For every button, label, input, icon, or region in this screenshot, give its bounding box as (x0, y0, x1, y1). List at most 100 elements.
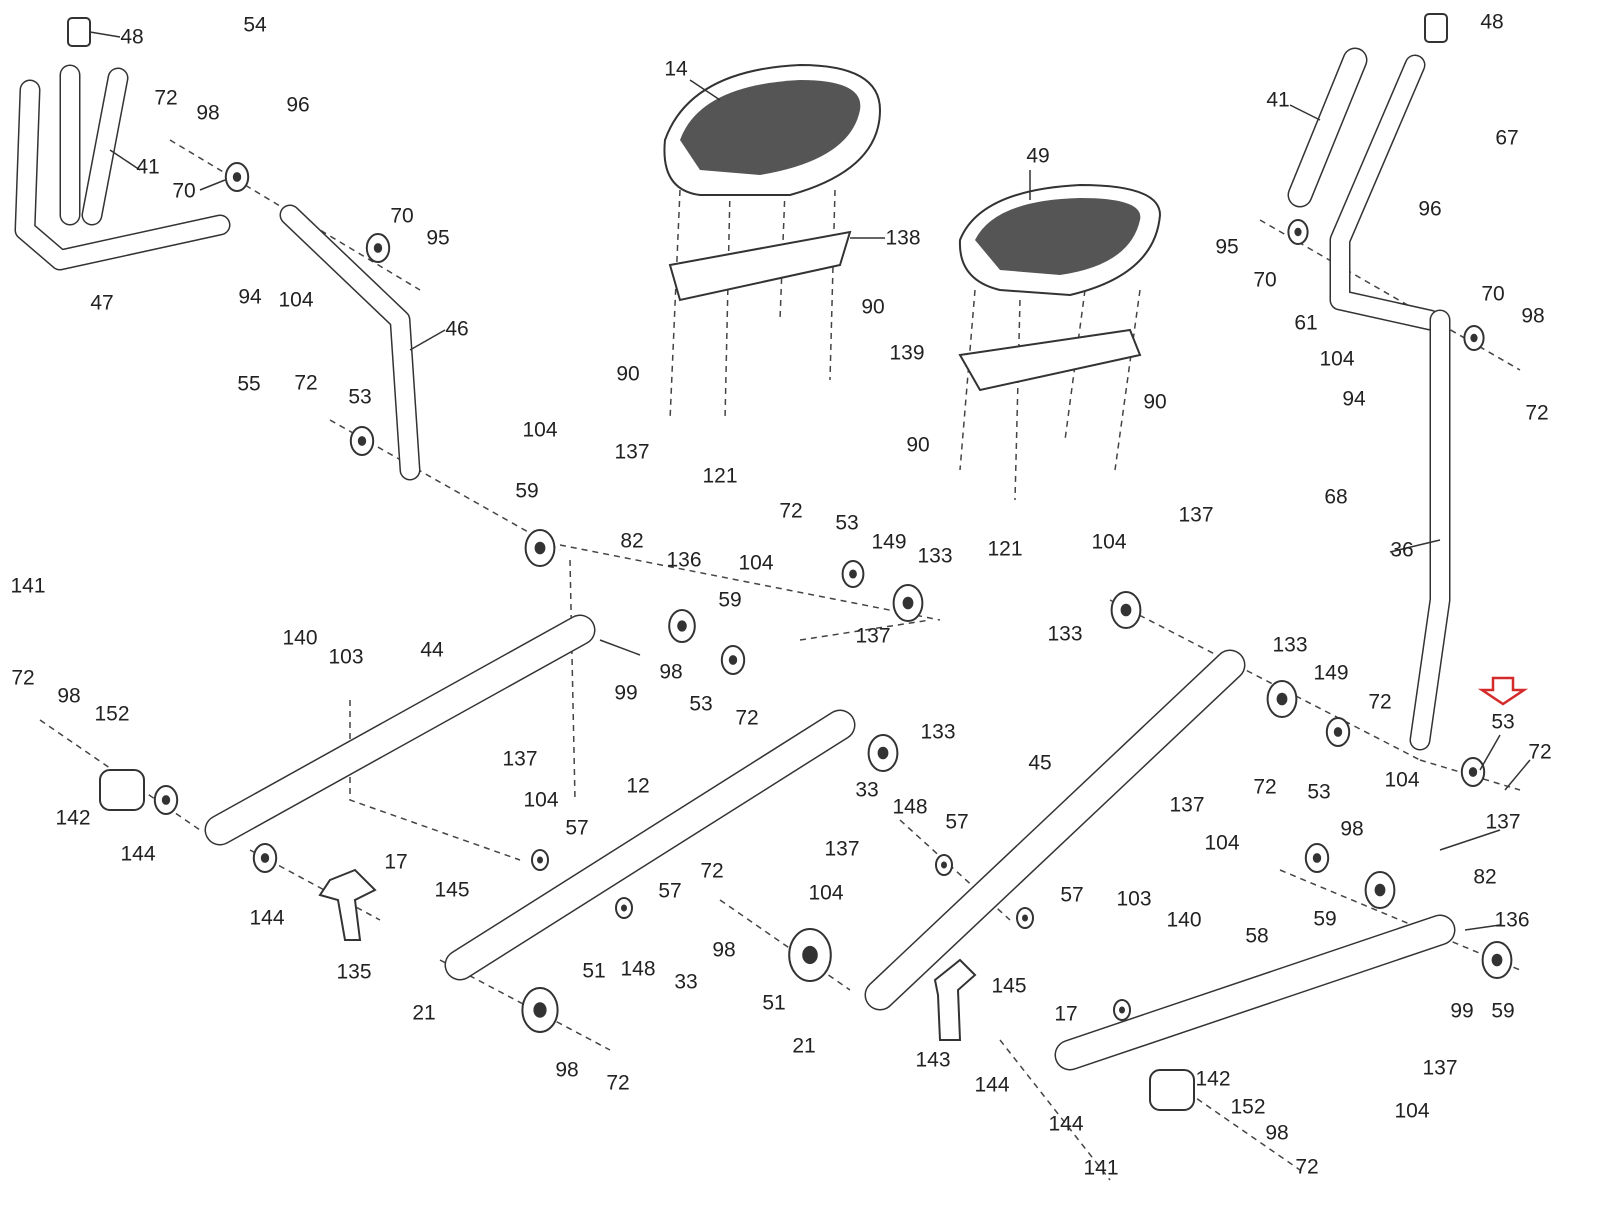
axis-line (559, 544, 941, 621)
part-label-99: 99 (614, 681, 638, 705)
part-label-72: 72 (606, 1071, 630, 1095)
leader-line (1504, 759, 1531, 791)
part-label-59: 59 (515, 479, 539, 503)
part-label-90: 90 (861, 295, 885, 319)
axis-line (999, 1039, 1111, 1181)
part-disc-hub (537, 856, 543, 864)
part-disc-hub (941, 861, 947, 869)
leader-line (1389, 539, 1441, 553)
part-label-72: 72 (1525, 401, 1549, 425)
part-label-136: 136 (666, 548, 702, 572)
axis-line (349, 700, 521, 861)
leader-line (1464, 924, 1501, 931)
pedal-screw-line (669, 189, 681, 421)
part-disc-hub (1374, 883, 1386, 897)
rail-45-fill (866, 651, 1244, 1009)
part-label-104: 104 (522, 418, 558, 442)
part-disc-hub (161, 795, 171, 805)
arm-36-fill (1411, 311, 1449, 749)
part-label-72: 72 (294, 371, 318, 395)
part-label-148: 148 (620, 957, 656, 981)
part-disc-hub (373, 243, 383, 253)
part-disc-hub (677, 620, 687, 632)
part-label-139: 139 (889, 341, 925, 365)
part-label-99: 99 (1450, 999, 1474, 1023)
part-label-137: 137 (855, 624, 891, 648)
part-label-121: 121 (702, 464, 738, 488)
tube-41-right-fill (83, 69, 127, 224)
part-label-36: 36 (1390, 538, 1414, 562)
pedal-screw-line (724, 189, 731, 421)
part-label-144: 144 (120, 842, 156, 866)
part-disc-hub (849, 569, 857, 579)
part-label-104: 104 (523, 788, 559, 812)
leader-line (689, 79, 721, 101)
arm-46-fill (281, 206, 419, 479)
part-label-98: 98 (555, 1058, 579, 1082)
part-label-152: 152 (1230, 1095, 1266, 1119)
pad-139 (958, 328, 1142, 392)
part-label-72: 72 (1368, 690, 1392, 714)
part-label-143: 143 (915, 1048, 951, 1072)
part-label-104: 104 (1384, 768, 1420, 792)
part-label-41: 41 (136, 155, 160, 179)
leader-line (109, 149, 141, 171)
pad-138 (668, 230, 852, 302)
part-disc-hub (1333, 727, 1343, 737)
part-disc-hub (877, 746, 889, 760)
part-label-48: 48 (120, 25, 144, 49)
part-label-70: 70 (1481, 282, 1505, 306)
leader-line (409, 329, 446, 351)
part-label-98: 98 (712, 938, 736, 962)
part-label-48: 48 (1480, 10, 1504, 34)
part-label-137: 137 (1485, 810, 1521, 834)
part-label-137: 137 (614, 440, 650, 464)
part-disc-hub (1120, 603, 1132, 617)
part-label-72: 72 (1295, 1155, 1319, 1179)
part-label-57: 57 (565, 816, 589, 840)
part-label-137: 137 (824, 837, 860, 861)
part-label-57: 57 (1060, 883, 1084, 907)
part-label-72: 72 (700, 859, 724, 883)
part-label-103: 103 (328, 645, 364, 669)
cap-48-right (1424, 13, 1448, 43)
part-disc-hub (1312, 853, 1322, 863)
axis-line (1109, 599, 1421, 761)
leader-line (599, 639, 641, 656)
red-arrow-icon (1477, 676, 1529, 706)
axis-line (719, 899, 851, 991)
part-disc-hub (1276, 692, 1288, 706)
part-label-54: 54 (243, 13, 267, 37)
part-disc-hub (1470, 333, 1478, 343)
part-label-149: 149 (1313, 661, 1349, 685)
part-label-59: 59 (1491, 999, 1515, 1023)
part-disc-hub (1294, 227, 1302, 237)
part-label-82: 82 (1473, 865, 1497, 889)
part-label-104: 104 (808, 881, 844, 905)
part-label-49: 49 (1026, 144, 1050, 168)
part-disc-hub (534, 541, 546, 555)
part-label-41: 41 (1266, 88, 1290, 112)
part-label-140: 140 (1166, 908, 1202, 932)
part-label-140: 140 (282, 626, 318, 650)
knob-143 (933, 958, 977, 1041)
part-disc-hub (1022, 914, 1028, 922)
part-label-70: 70 (172, 179, 196, 203)
part-label-57: 57 (658, 879, 682, 903)
part-label-33: 33 (855, 778, 879, 802)
part-label-53: 53 (348, 385, 372, 409)
axis-line (569, 559, 576, 801)
part-label-98: 98 (659, 660, 683, 684)
part-label-98: 98 (1340, 817, 1364, 841)
part-label-145: 145 (991, 974, 1027, 998)
part-label-47: 47 (90, 291, 114, 315)
cap-48-left (67, 17, 91, 47)
rail-44-fill (206, 616, 594, 844)
part-label-59: 59 (1313, 907, 1337, 931)
part-label-21: 21 (792, 1034, 816, 1058)
part-label-104: 104 (1319, 347, 1355, 371)
leader-line (199, 179, 226, 191)
handlebar-47-fill (16, 81, 229, 269)
part-label-136: 136 (1494, 908, 1530, 932)
